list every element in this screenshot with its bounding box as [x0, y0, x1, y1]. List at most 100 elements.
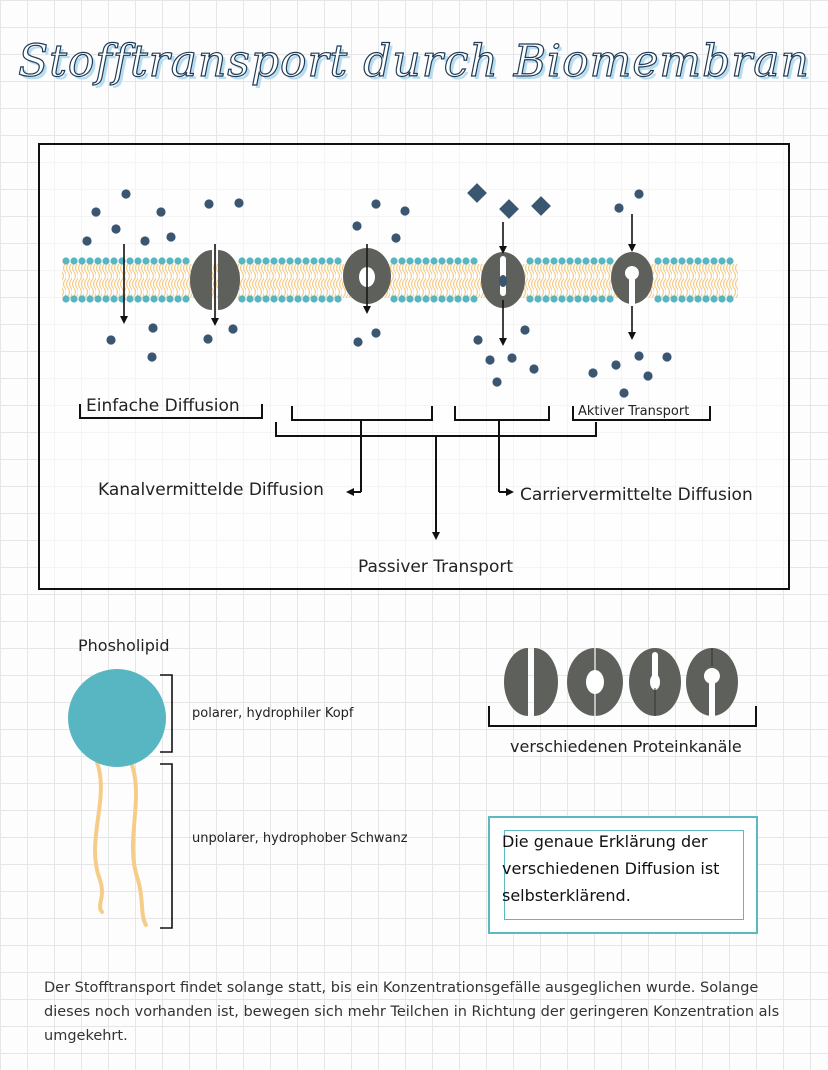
lipid-head	[726, 257, 734, 265]
particle	[634, 351, 644, 361]
lipid-head	[710, 295, 718, 303]
particle	[520, 325, 530, 335]
lipid-head	[102, 295, 110, 303]
lipid-head	[270, 257, 278, 265]
phospholipid-tail-1	[93, 760, 104, 914]
diagram-brackets	[79, 404, 711, 540]
lipid-head	[78, 295, 86, 303]
lipid-head	[606, 295, 614, 303]
lipid-head	[94, 295, 102, 303]
particle	[614, 203, 624, 213]
lipid-head	[398, 295, 406, 303]
lipid-head	[414, 257, 422, 265]
lipid-head	[694, 257, 702, 265]
lipid-head	[70, 257, 78, 265]
lipid-head	[158, 257, 166, 265]
particle	[619, 388, 629, 398]
label-kanalvermittelte-diffusion: Kanalvermittelde Diffusion	[98, 480, 324, 500]
lipid-head	[406, 257, 414, 265]
particle	[166, 232, 176, 242]
particle	[204, 199, 214, 209]
lipid-head	[246, 257, 254, 265]
particle	[371, 199, 381, 209]
lipid-head	[174, 257, 182, 265]
lipid-head	[134, 295, 142, 303]
lipid-head	[718, 295, 726, 303]
particle	[91, 207, 101, 217]
lipid-head	[326, 257, 334, 265]
carrier-protein	[481, 252, 525, 308]
transport-arrows	[120, 214, 636, 346]
particle	[634, 189, 644, 199]
label-passiver-transport: Passiver Transport	[358, 557, 514, 577]
lipid-head	[590, 257, 598, 265]
lipid-head	[326, 295, 334, 303]
particle	[147, 352, 157, 362]
particle	[611, 360, 621, 370]
particle	[203, 334, 213, 344]
lipid-head	[150, 295, 158, 303]
lipid-head	[302, 257, 310, 265]
lipid-head	[238, 295, 246, 303]
lipid-head	[310, 257, 318, 265]
lipid-head	[406, 295, 414, 303]
lipid-head	[438, 295, 446, 303]
lipid-head	[390, 295, 398, 303]
particle	[529, 364, 539, 374]
particle	[353, 337, 363, 347]
lipid-head	[534, 295, 542, 303]
label-carriervermittelte-diffusion: Carriervermittelte Diffusion	[520, 485, 753, 505]
lipid-head	[62, 257, 70, 265]
lipid-head	[686, 295, 694, 303]
particle	[111, 224, 121, 234]
lipid-head	[654, 257, 662, 265]
lipid-head	[110, 295, 118, 303]
protein-channel-variant-2	[567, 648, 623, 716]
carrier-substrates	[467, 183, 551, 219]
lipid-head	[126, 295, 134, 303]
protein-channel-variant-1	[504, 648, 558, 716]
particle	[156, 207, 166, 217]
lipid-head	[398, 257, 406, 265]
lipid-head	[566, 295, 574, 303]
lipid-head	[574, 257, 582, 265]
lipid-head	[262, 257, 270, 265]
note-box: Die genaue Erklärung der verschiedenen D…	[488, 816, 758, 934]
lipid-head	[182, 295, 190, 303]
lipid-head	[470, 257, 478, 265]
particle	[234, 198, 244, 208]
lipid-head	[670, 257, 678, 265]
lipid-head	[78, 257, 86, 265]
lipid-head	[590, 295, 598, 303]
lipid-head	[470, 295, 478, 303]
note-text: Die genaue Erklärung der verschiedenen D…	[502, 832, 720, 905]
particle	[400, 206, 410, 216]
particle	[148, 323, 158, 333]
lipid-head	[526, 295, 534, 303]
lipid-head	[454, 257, 462, 265]
lipid-head	[582, 257, 590, 265]
lipid-head	[414, 295, 422, 303]
protein-channels-label: verschiedenen Proteinkanäle	[510, 737, 742, 756]
lipid-head	[422, 295, 430, 303]
lipid-head	[702, 295, 710, 303]
lipid-head	[126, 257, 134, 265]
phospholipid-head	[68, 669, 166, 767]
lipid-head	[534, 257, 542, 265]
lipid-head	[662, 295, 670, 303]
lipid-head	[606, 257, 614, 265]
lipid-head	[110, 257, 118, 265]
lipid-head	[598, 257, 606, 265]
particle	[492, 377, 502, 387]
footer-text: Der Stofftransport findet solange statt,…	[44, 980, 780, 1044]
lipid-head	[278, 257, 286, 265]
lipid-head	[294, 295, 302, 303]
lipid-head	[550, 295, 558, 303]
lipid-head	[430, 295, 438, 303]
lipid-head	[390, 257, 398, 265]
protein-channel-variant-4	[686, 648, 738, 716]
particle	[121, 189, 131, 199]
lipid-head	[86, 257, 94, 265]
lipid-head	[262, 295, 270, 303]
lipid-head	[286, 295, 294, 303]
